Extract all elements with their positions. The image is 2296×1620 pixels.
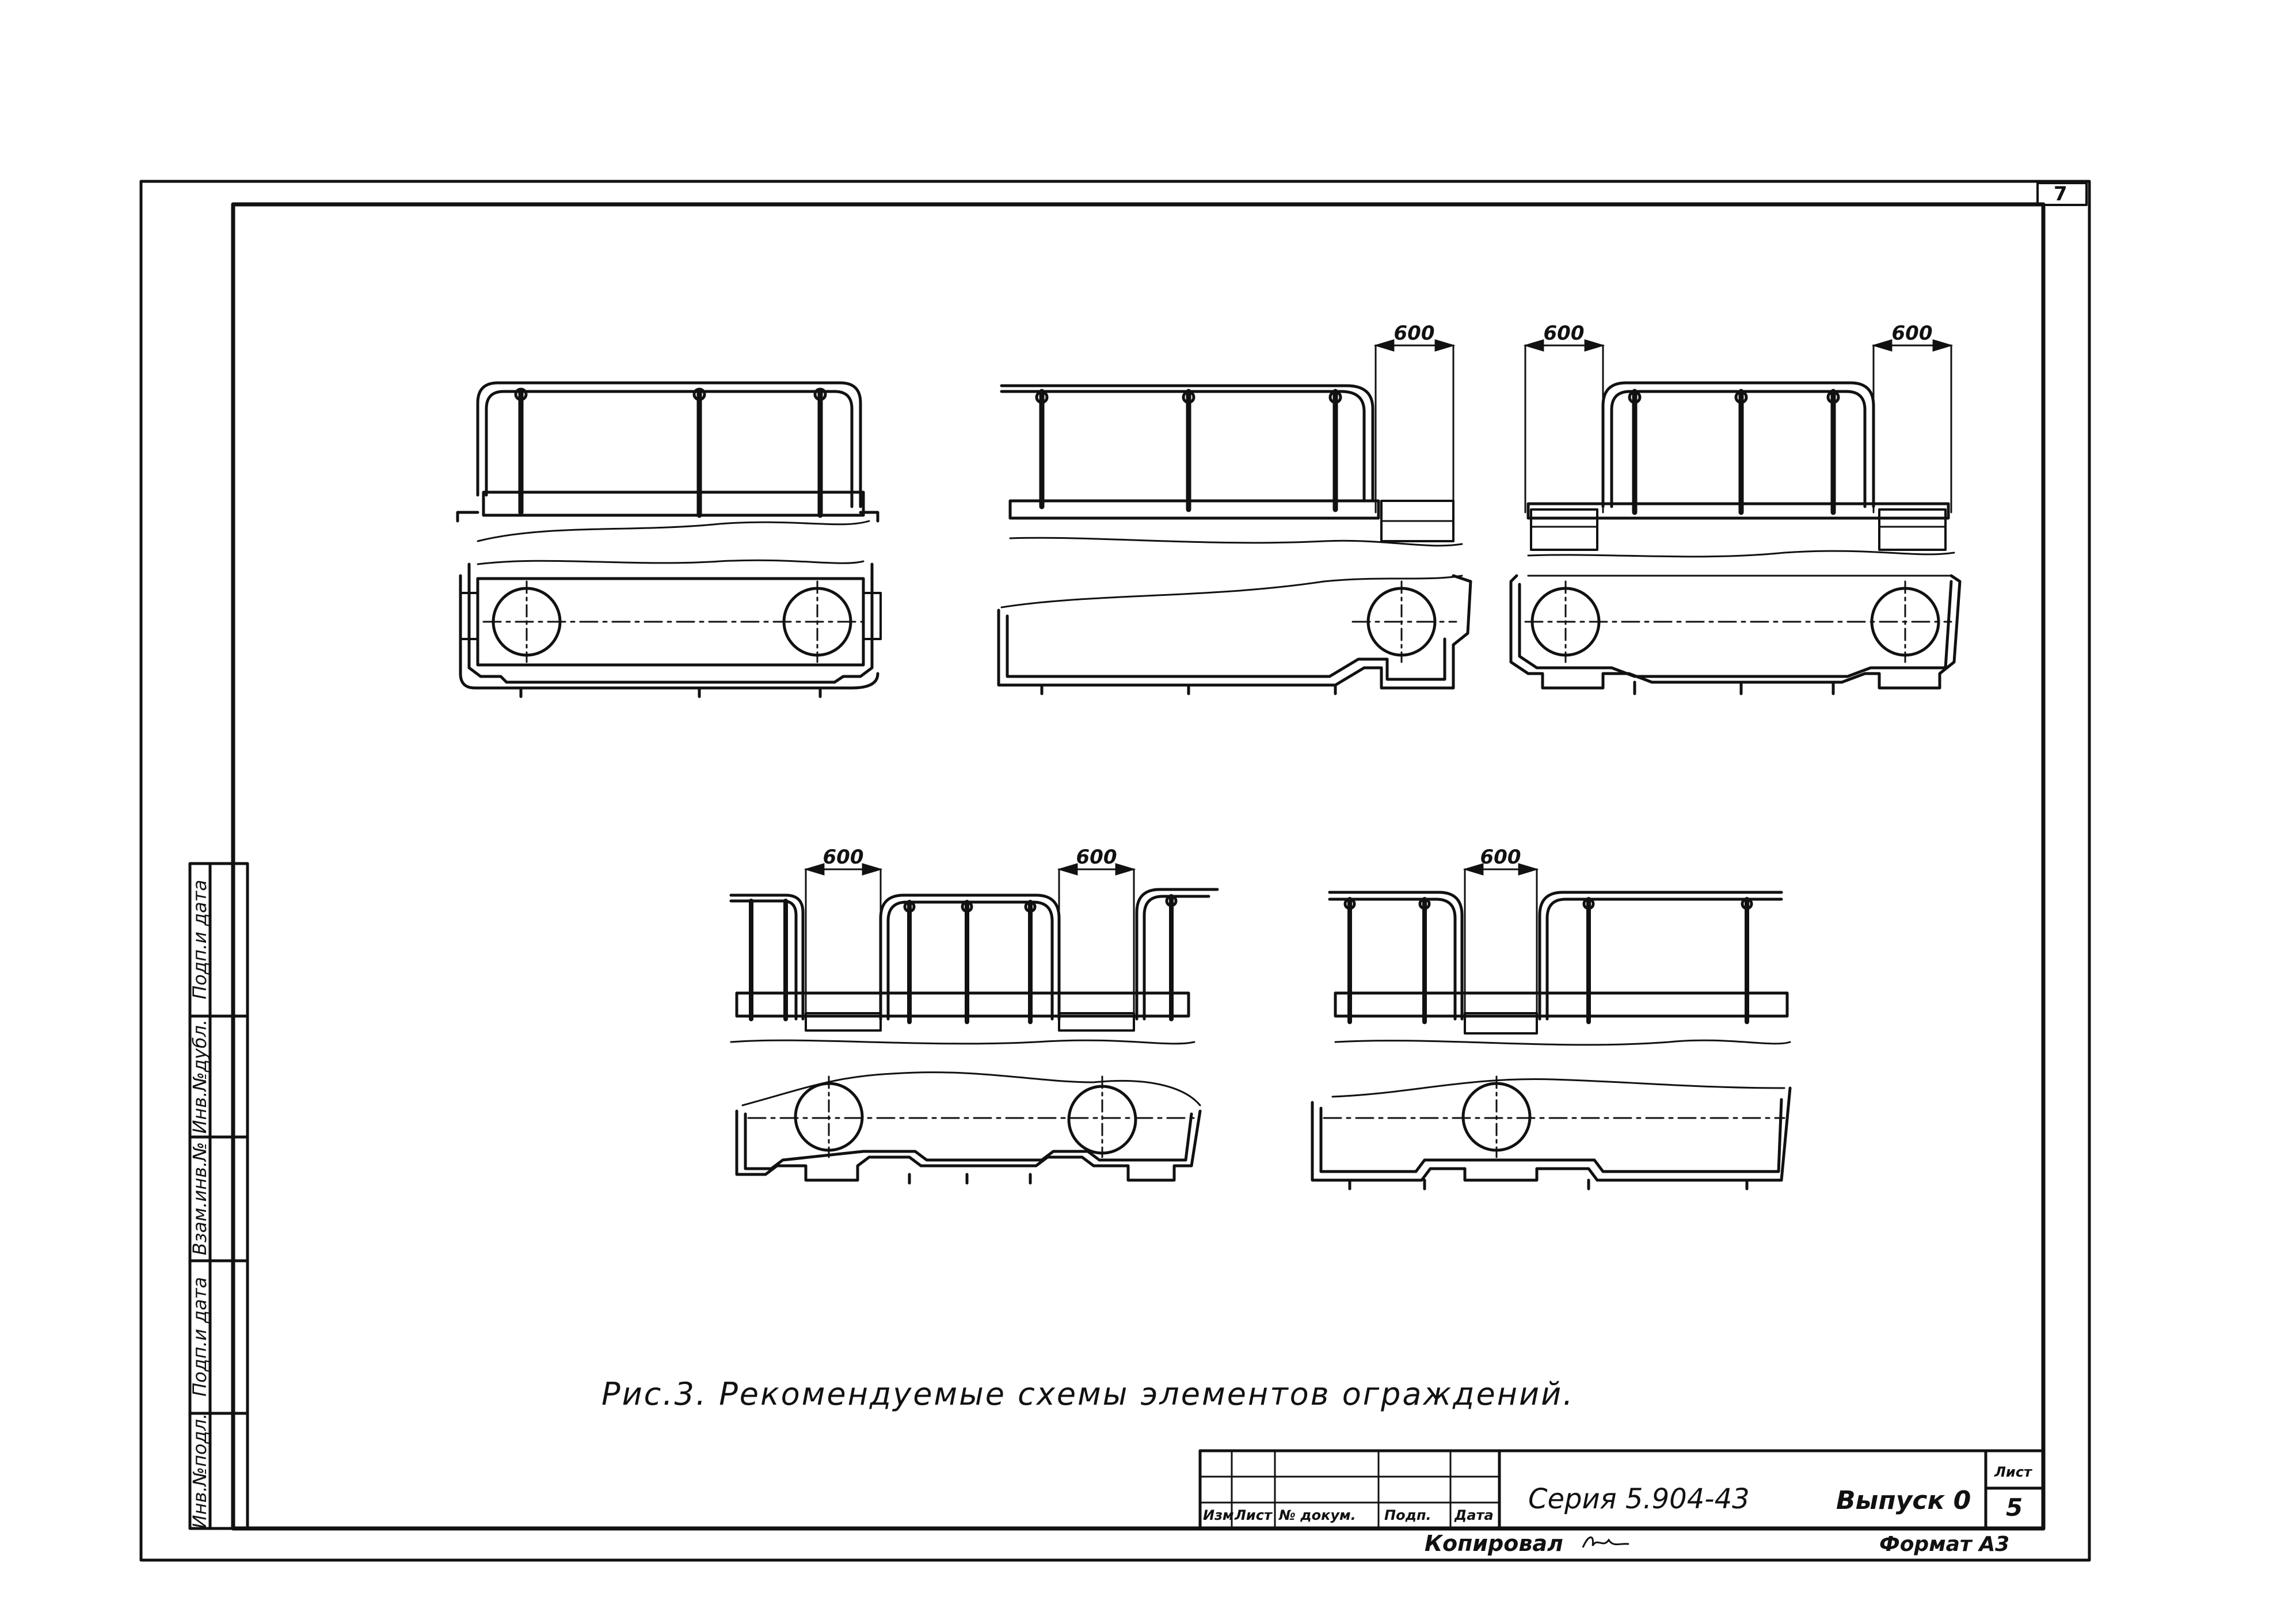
side-stamp-inv-podl: Инв.№подл. bbox=[189, 1413, 211, 1529]
side-stamp-vzam-inv: Взам.инв.№ bbox=[189, 1142, 211, 1256]
figure-3-guard-two-openings bbox=[1509, 339, 1962, 695]
title-block bbox=[1198, 1449, 2045, 1530]
dimension-label-fig3-right: 600 bbox=[1891, 322, 1933, 345]
title-block-series: Серия 5.904-43 bbox=[1528, 1483, 1750, 1515]
page-number-box bbox=[2036, 182, 2088, 206]
dimension-label-fig4-left: 600 bbox=[823, 846, 864, 869]
title-block-col-list: Лист bbox=[1235, 1507, 1272, 1523]
title-block-sheet-number: 5 bbox=[2006, 1493, 2023, 1522]
title-block-col-izm: Изм bbox=[1203, 1507, 1234, 1523]
title-block-col-podp: Подп. bbox=[1384, 1507, 1431, 1523]
figure-1-straight-guard bbox=[456, 381, 882, 698]
figure-2-guard-with-opening bbox=[997, 339, 1472, 695]
figure-5-guard-single-opening bbox=[1311, 863, 1792, 1191]
side-stamp-podp-data-2: Подп.и дата bbox=[189, 880, 211, 999]
inner-frame bbox=[231, 202, 2046, 1531]
dimension-label-fig5: 600 bbox=[1480, 846, 1521, 869]
title-block-issue: Выпуск 0 bbox=[1836, 1486, 1971, 1515]
figure-4-guard-double-opening bbox=[729, 863, 1219, 1185]
figure-caption: Рис.3. Рекомендуемые схемы элементов огр… bbox=[601, 1376, 1575, 1412]
title-block-sheet-label: Лист bbox=[1994, 1464, 2032, 1480]
side-stamp bbox=[188, 862, 249, 1530]
dimension-label-fig4-right: 600 bbox=[1076, 846, 1117, 869]
dimension-label-fig2: 600 bbox=[1393, 322, 1435, 345]
format-label: Формат А3 bbox=[1879, 1532, 2010, 1556]
title-block-col-data: Дата bbox=[1454, 1507, 1494, 1523]
title-block-col-doc: № докум. bbox=[1279, 1507, 1356, 1523]
copied-by-signature bbox=[1580, 1531, 1632, 1554]
dimension-label-fig3-left: 600 bbox=[1543, 322, 1585, 345]
side-stamp-podp-data-1: Подп.и дата bbox=[189, 1277, 211, 1397]
outer-frame bbox=[139, 180, 2091, 1562]
copied-by-label: Копировал bbox=[1425, 1531, 1563, 1556]
page-number: 7 bbox=[2054, 182, 2067, 206]
side-stamp-inv-dubl: Инв.№дубл. bbox=[189, 1019, 211, 1134]
